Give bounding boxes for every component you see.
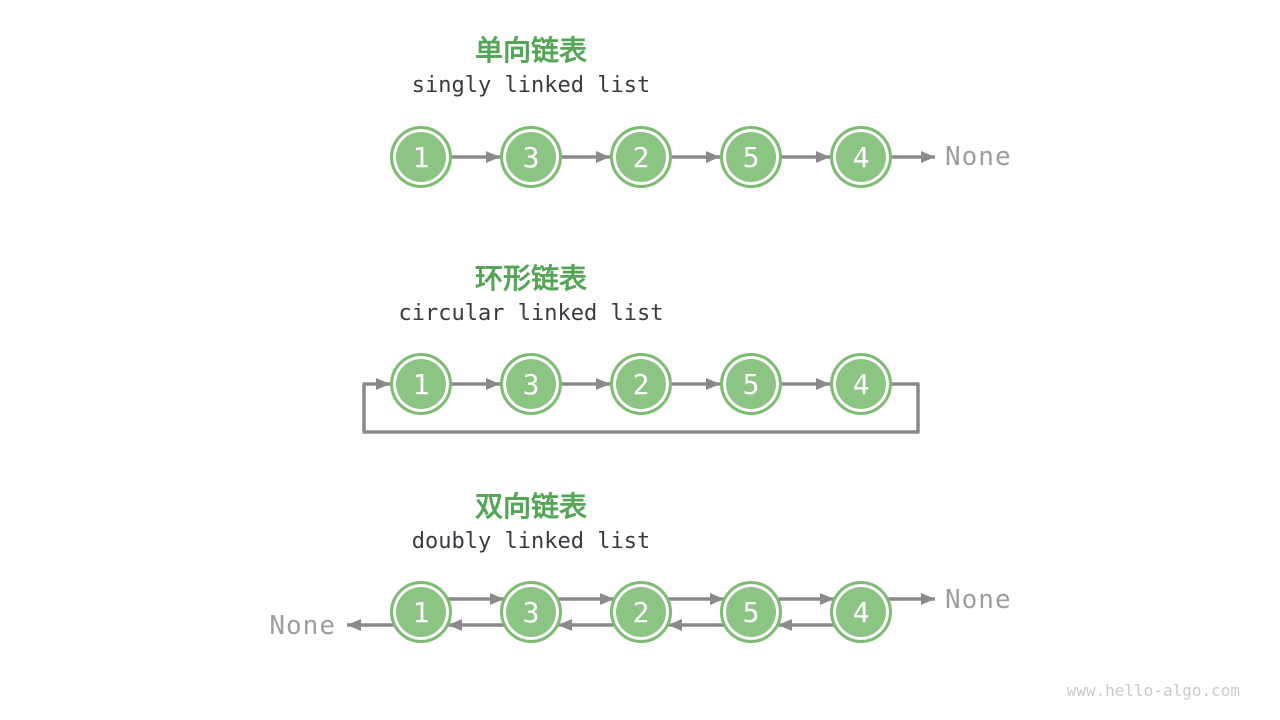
node: 5 — [720, 581, 782, 643]
doubly-tail-none-label: None — [945, 585, 1012, 615]
singly-node-row: 1 3 2 5 4 — [390, 126, 892, 188]
watermark: www.hello-algo.com — [1066, 681, 1240, 700]
section-doubly-title: 双向链表 — [474, 490, 587, 523]
node-value: 2 — [632, 595, 650, 629]
circular-node-row: 1 3 2 5 4 — [390, 353, 892, 415]
node-value: 4 — [852, 140, 870, 174]
node: 3 — [500, 581, 562, 643]
section-circular-title: 环形链表 — [474, 262, 587, 295]
node: 2 — [610, 353, 672, 415]
node: 1 — [390, 581, 452, 643]
section-singly-subtitle: singly linked list — [411, 73, 651, 98]
section-singly-title: 单向链表 — [474, 34, 587, 67]
node-value: 1 — [412, 367, 430, 401]
node-value: 2 — [632, 140, 650, 174]
node: 5 — [720, 126, 782, 188]
node: 2 — [610, 581, 672, 643]
section-circular-subtitle: circular linked list — [398, 301, 664, 326]
node: 4 — [830, 353, 892, 415]
node-value: 5 — [742, 595, 760, 629]
node: 5 — [720, 353, 782, 415]
node: 3 — [500, 126, 562, 188]
node: 1 — [390, 353, 452, 415]
singly-tail-none-label: None — [945, 142, 1012, 172]
node-value: 4 — [852, 367, 870, 401]
node-value: 1 — [412, 140, 430, 174]
circular-next-arrows — [362, 378, 920, 434]
circular-loopback-arrow — [362, 378, 920, 434]
section-singly-heading: 单向链表 singly linked list — [131, 36, 931, 99]
node-value: 5 — [742, 140, 760, 174]
node-value: 3 — [522, 367, 540, 401]
node: 3 — [500, 353, 562, 415]
node: 1 — [390, 126, 452, 188]
node: 4 — [830, 126, 892, 188]
node: 2 — [610, 126, 672, 188]
node-value: 5 — [742, 367, 760, 401]
doubly-head-none-label: None — [269, 611, 336, 641]
node-value: 3 — [522, 140, 540, 174]
section-doubly-subtitle: doubly linked list — [411, 529, 651, 554]
node: 4 — [830, 581, 892, 643]
doubly-node-row: 1 3 2 5 4 — [390, 581, 892, 643]
node-value: 3 — [522, 595, 540, 629]
node-value: 2 — [632, 367, 650, 401]
node-value: 1 — [412, 595, 430, 629]
section-circular-heading: 环形链表 circular linked list — [131, 264, 931, 327]
node-value: 4 — [852, 595, 870, 629]
section-doubly-heading: 双向链表 doubly linked list — [131, 492, 931, 555]
